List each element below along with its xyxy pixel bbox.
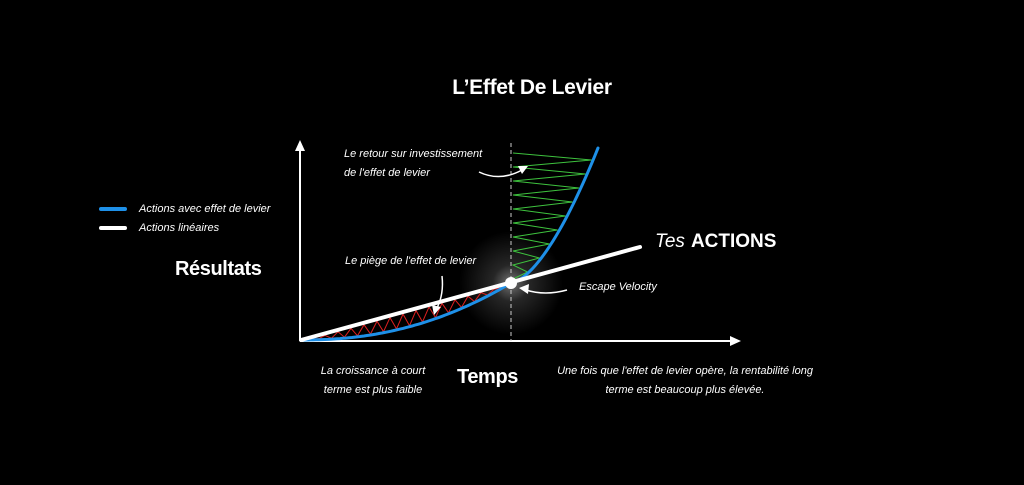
- y-axis-arrow: [295, 140, 305, 151]
- y-axis-label: Résultats: [175, 258, 262, 280]
- escape-velocity-annotation: Escape Velocity: [579, 281, 657, 293]
- linear-line-label-prefix: Tes: [655, 231, 685, 252]
- linear-line: [299, 245, 642, 342]
- legend-swatch-leverage: [99, 207, 127, 211]
- trap-pointer-arrow: [436, 275, 444, 309]
- trap-annotation: Le piège de l'effet de levier: [345, 255, 477, 267]
- escape-pointer-arrowhead: [519, 284, 529, 294]
- linear-line-label-word: ACTIONS: [690, 231, 777, 252]
- legend-item-linear: Actions linéaires: [99, 220, 219, 236]
- short-term-annotation: La croissance à court terme est plus fai…: [320, 365, 426, 396]
- legend-label-leverage: Actions avec effet de levier: [139, 203, 271, 215]
- roi-annotation: Le retour sur investissement de l'effet …: [344, 145, 482, 183]
- long-term-annotation: Une fois que l'effet de levier opère, la…: [557, 365, 813, 396]
- legend-label-linear: Actions linéaires: [139, 222, 220, 234]
- roi-annotation-line1: Le retour sur investissement: [344, 148, 483, 160]
- x-axis-arrow: [730, 336, 741, 346]
- escape-pointer-arrow: [525, 289, 568, 294]
- roi-pointer-arrow: [478, 169, 523, 178]
- leverage-curve: [299, 146, 600, 342]
- legend-item-leverage: Actions avec effet de levier: [99, 201, 270, 217]
- roi-annotation-line2: de l'effet de levier: [344, 167, 430, 179]
- roi-pointer-arrowhead: [518, 166, 528, 174]
- diagram-title: L’Effet De Levier: [452, 76, 612, 99]
- legend-swatch-linear: [99, 226, 127, 230]
- escape-velocity-point: [505, 277, 517, 289]
- x-axis-label: Temps: [457, 366, 518, 388]
- trap-pointer-arrowhead: [432, 305, 441, 315]
- trap-zigzag: [311, 287, 501, 340]
